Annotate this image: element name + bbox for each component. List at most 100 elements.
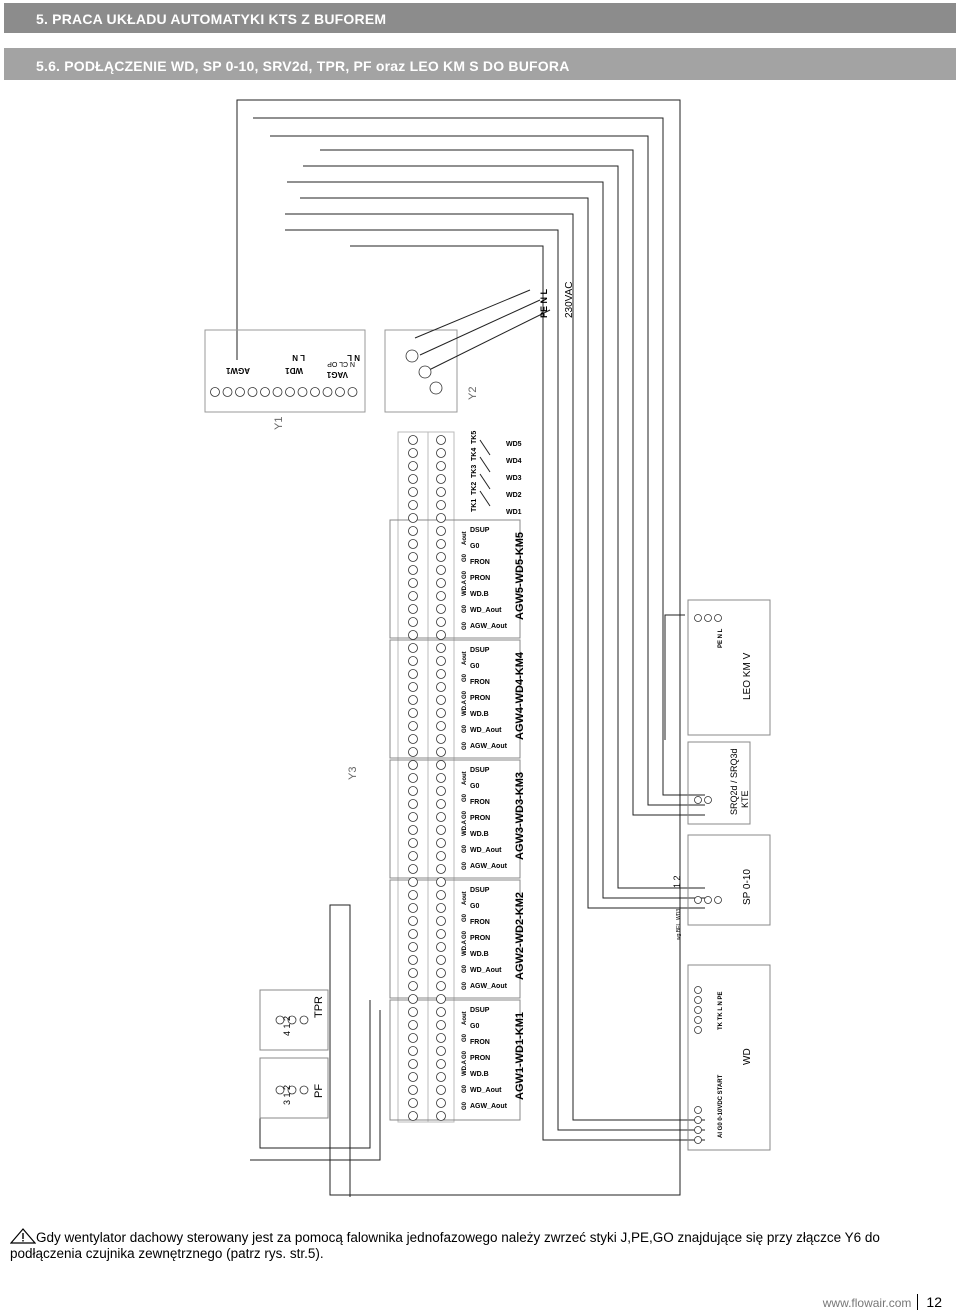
terminal-screw	[408, 578, 418, 588]
module-terminal-label: WD.A	[462, 579, 468, 596]
terminal-screw	[408, 474, 418, 484]
terminal-screw	[408, 552, 418, 562]
terminal-screw	[408, 565, 418, 575]
terminal-screw	[694, 1136, 702, 1144]
terminal-screw	[436, 825, 446, 835]
terminal-screw	[408, 734, 418, 744]
module-terminal-label: Aout	[462, 651, 468, 665]
terminal-screw	[275, 1085, 285, 1095]
y2-label: Y2	[467, 387, 479, 400]
terminal-screw	[408, 1046, 418, 1056]
srq-label: SRQ2d / SRQ3d	[729, 748, 739, 815]
module-terminal-label: G0	[462, 1033, 468, 1042]
terminal-screw	[222, 387, 233, 397]
module-terminal-label: Aout	[462, 771, 468, 785]
module-terminal-label: Aout	[462, 1011, 468, 1025]
tk-label: TK1	[471, 499, 478, 512]
terminal-screw	[714, 896, 722, 904]
page-number: 12	[917, 1294, 942, 1310]
terminal-screw	[408, 669, 418, 679]
terminal-screw	[436, 968, 446, 978]
module-signal-label: PRON	[470, 575, 490, 582]
module-terminal-label: G0	[462, 690, 468, 699]
terminal-screw	[408, 721, 418, 731]
terminal-screw	[408, 630, 418, 640]
wiring-diagram: Y1 Y2 Y3 PE N L 230VAC N L AGW1 L N WD1 …	[204, 99, 771, 1197]
module-signal-label: DSUP	[470, 767, 490, 774]
terminal-screw	[408, 825, 418, 835]
module-terminal-label: WD.A	[462, 699, 468, 716]
module-terminal-label: G0	[462, 1101, 468, 1110]
module-terminal-label: G0	[462, 1084, 468, 1093]
module-signal-label: PRON	[470, 815, 490, 822]
valve-row3: N CL OP	[327, 360, 355, 367]
module-signal-label: G0	[470, 543, 479, 550]
terminal-screw	[408, 760, 418, 770]
terminal-screw	[408, 812, 418, 822]
terminal-screw	[408, 1072, 418, 1082]
module-signal-label: WD_Aout	[470, 607, 502, 614]
terminal-screw	[436, 669, 446, 679]
module-terminal-label: G0	[462, 930, 468, 939]
terminal-screw	[436, 1098, 446, 1108]
terminal-screw	[408, 682, 418, 692]
valve-row3-name: VAG1	[326, 370, 348, 379]
terminal-screw	[408, 448, 418, 458]
module-terminal-label: WD.A	[462, 1059, 468, 1076]
sp-terms: 1 2	[672, 875, 682, 888]
wd-output-label: WD5	[506, 441, 522, 448]
terminal-screw	[694, 986, 702, 994]
terminal-screw	[287, 1015, 297, 1025]
terminal-screw	[694, 1026, 702, 1034]
module-signal-label: DSUP	[470, 647, 490, 654]
module-name-3: AGW3-WD3-KM3	[514, 772, 526, 860]
terminal-screw	[436, 1020, 446, 1030]
terminal-screw	[408, 695, 418, 705]
terminal-screw	[436, 513, 446, 523]
terminal-screw	[436, 656, 446, 666]
terminal-screw	[436, 760, 446, 770]
terminal-screw	[408, 955, 418, 965]
terminal-screw	[436, 851, 446, 861]
terminal-screw	[436, 903, 446, 913]
terminal-screw	[408, 1085, 418, 1095]
srq-sub: KTE	[740, 790, 750, 808]
module-terminal-label: G0	[462, 553, 468, 562]
y3-label: Y3	[347, 767, 359, 780]
module-signal-label: WD.B	[470, 951, 489, 958]
module-terminal-label: G0	[462, 810, 468, 819]
terminal-screw	[436, 734, 446, 744]
footer-site[interactable]: www.flowair.com	[822, 1296, 912, 1310]
terminal-screw	[436, 799, 446, 809]
module-terminal-label: G0	[462, 741, 468, 750]
wd-label: WD	[742, 1048, 753, 1065]
terminal-screw	[436, 812, 446, 822]
module-signal-label: WD.B	[470, 711, 489, 718]
module-signal-label: AGW_Aout	[470, 1103, 508, 1110]
terminal-screw	[436, 487, 446, 497]
terminal-screw	[275, 1015, 285, 1025]
module-signal-label: WD.B	[470, 1071, 489, 1078]
terminal-screw	[436, 916, 446, 926]
terminal-screw	[436, 500, 446, 510]
terminal-screw	[408, 487, 418, 497]
tpr-terms: 4 1 2	[282, 1016, 292, 1036]
terminal-screw	[408, 929, 418, 939]
terminal-screw	[436, 1111, 446, 1121]
y1-label: Y1	[273, 417, 285, 430]
terminal-screw	[704, 614, 712, 622]
terminal-screw	[436, 955, 446, 965]
terminal-screw	[408, 981, 418, 991]
module-terminal-label: G0	[462, 1050, 468, 1059]
terminal-screw	[408, 747, 418, 757]
terminal-screw	[408, 435, 418, 445]
terminal-screw	[408, 903, 418, 913]
wd-output-label: WD2	[506, 492, 522, 499]
terminal-screw	[285, 387, 295, 397]
pf-label: PF	[313, 1084, 325, 1098]
terminal-screw	[408, 994, 418, 1004]
terminal-screw	[247, 387, 258, 397]
module-name-1: AGW1-WD1-KM1	[514, 1012, 526, 1100]
terminal-screw	[436, 994, 446, 1004]
module-signal-label: AGW_Aout	[470, 743, 508, 750]
